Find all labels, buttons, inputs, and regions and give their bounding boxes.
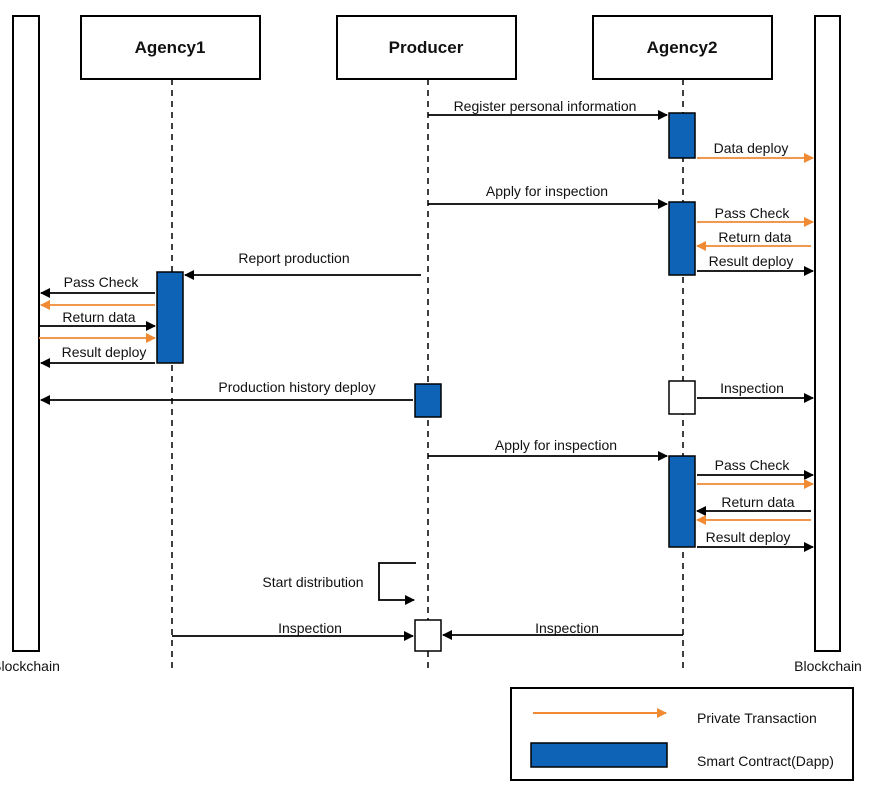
agency2-contract-2 [668, 201, 696, 276]
legend-contract-label: Smart Contract(Dapp) [697, 753, 834, 769]
agency1-contract [156, 271, 184, 364]
data-deploy-label: Data deploy [714, 140, 789, 156]
a2-pass-check-1-label: Pass Check [715, 205, 791, 221]
register-label: Register personal information [454, 98, 637, 114]
a2-return-data-2-label: Return data [721, 494, 794, 510]
report-production-label: Report production [238, 250, 349, 266]
a2-return-data-1-label: Return data [718, 229, 791, 245]
a2-inspection-label: Inspection [720, 380, 784, 396]
producer-contract [414, 383, 442, 418]
a1-result-deploy-label: Result deploy [62, 344, 147, 360]
agency2-box [592, 15, 773, 80]
legend-contract-swatch [530, 742, 668, 768]
a2-pass-check-2-label: Pass Check [715, 457, 791, 473]
producer-label: Producer [389, 38, 464, 57]
agency2-contract-3 [668, 455, 696, 548]
producer-box [336, 15, 517, 80]
blockchain-left-bar [12, 15, 40, 652]
a2-to-producer-inspection-label: Inspection [535, 620, 599, 636]
start-distribution-arrow [378, 562, 416, 605]
agency2-contract-1 [668, 112, 696, 159]
blockchain-left-label: Blockchain [0, 658, 60, 674]
producer-inspection-box [414, 619, 442, 652]
agency2-inspection-box [668, 380, 696, 415]
a1-return-data-label: Return data [62, 309, 135, 325]
a1-pass-check-label: Pass Check [64, 274, 140, 290]
a1-to-producer-inspection-label: Inspection [278, 620, 342, 636]
agency1-box [80, 15, 261, 80]
apply1-label: Apply for inspection [486, 183, 608, 199]
start-distribution-label: Start distribution [262, 574, 363, 590]
blockchain-right-label: Blockchain [794, 658, 862, 674]
blockchain-right-bar [814, 15, 841, 652]
apply2-label: Apply for inspection [495, 437, 617, 453]
legend-private-label: Private Transaction [697, 710, 817, 726]
a2-result-deploy-2-label: Result deploy [706, 529, 791, 545]
agency2-label: Agency2 [647, 38, 718, 57]
a2-result-deploy-1-label: Result deploy [709, 253, 794, 269]
production-history-label: Production history deploy [218, 379, 375, 395]
agency1-label: Agency1 [135, 38, 206, 57]
